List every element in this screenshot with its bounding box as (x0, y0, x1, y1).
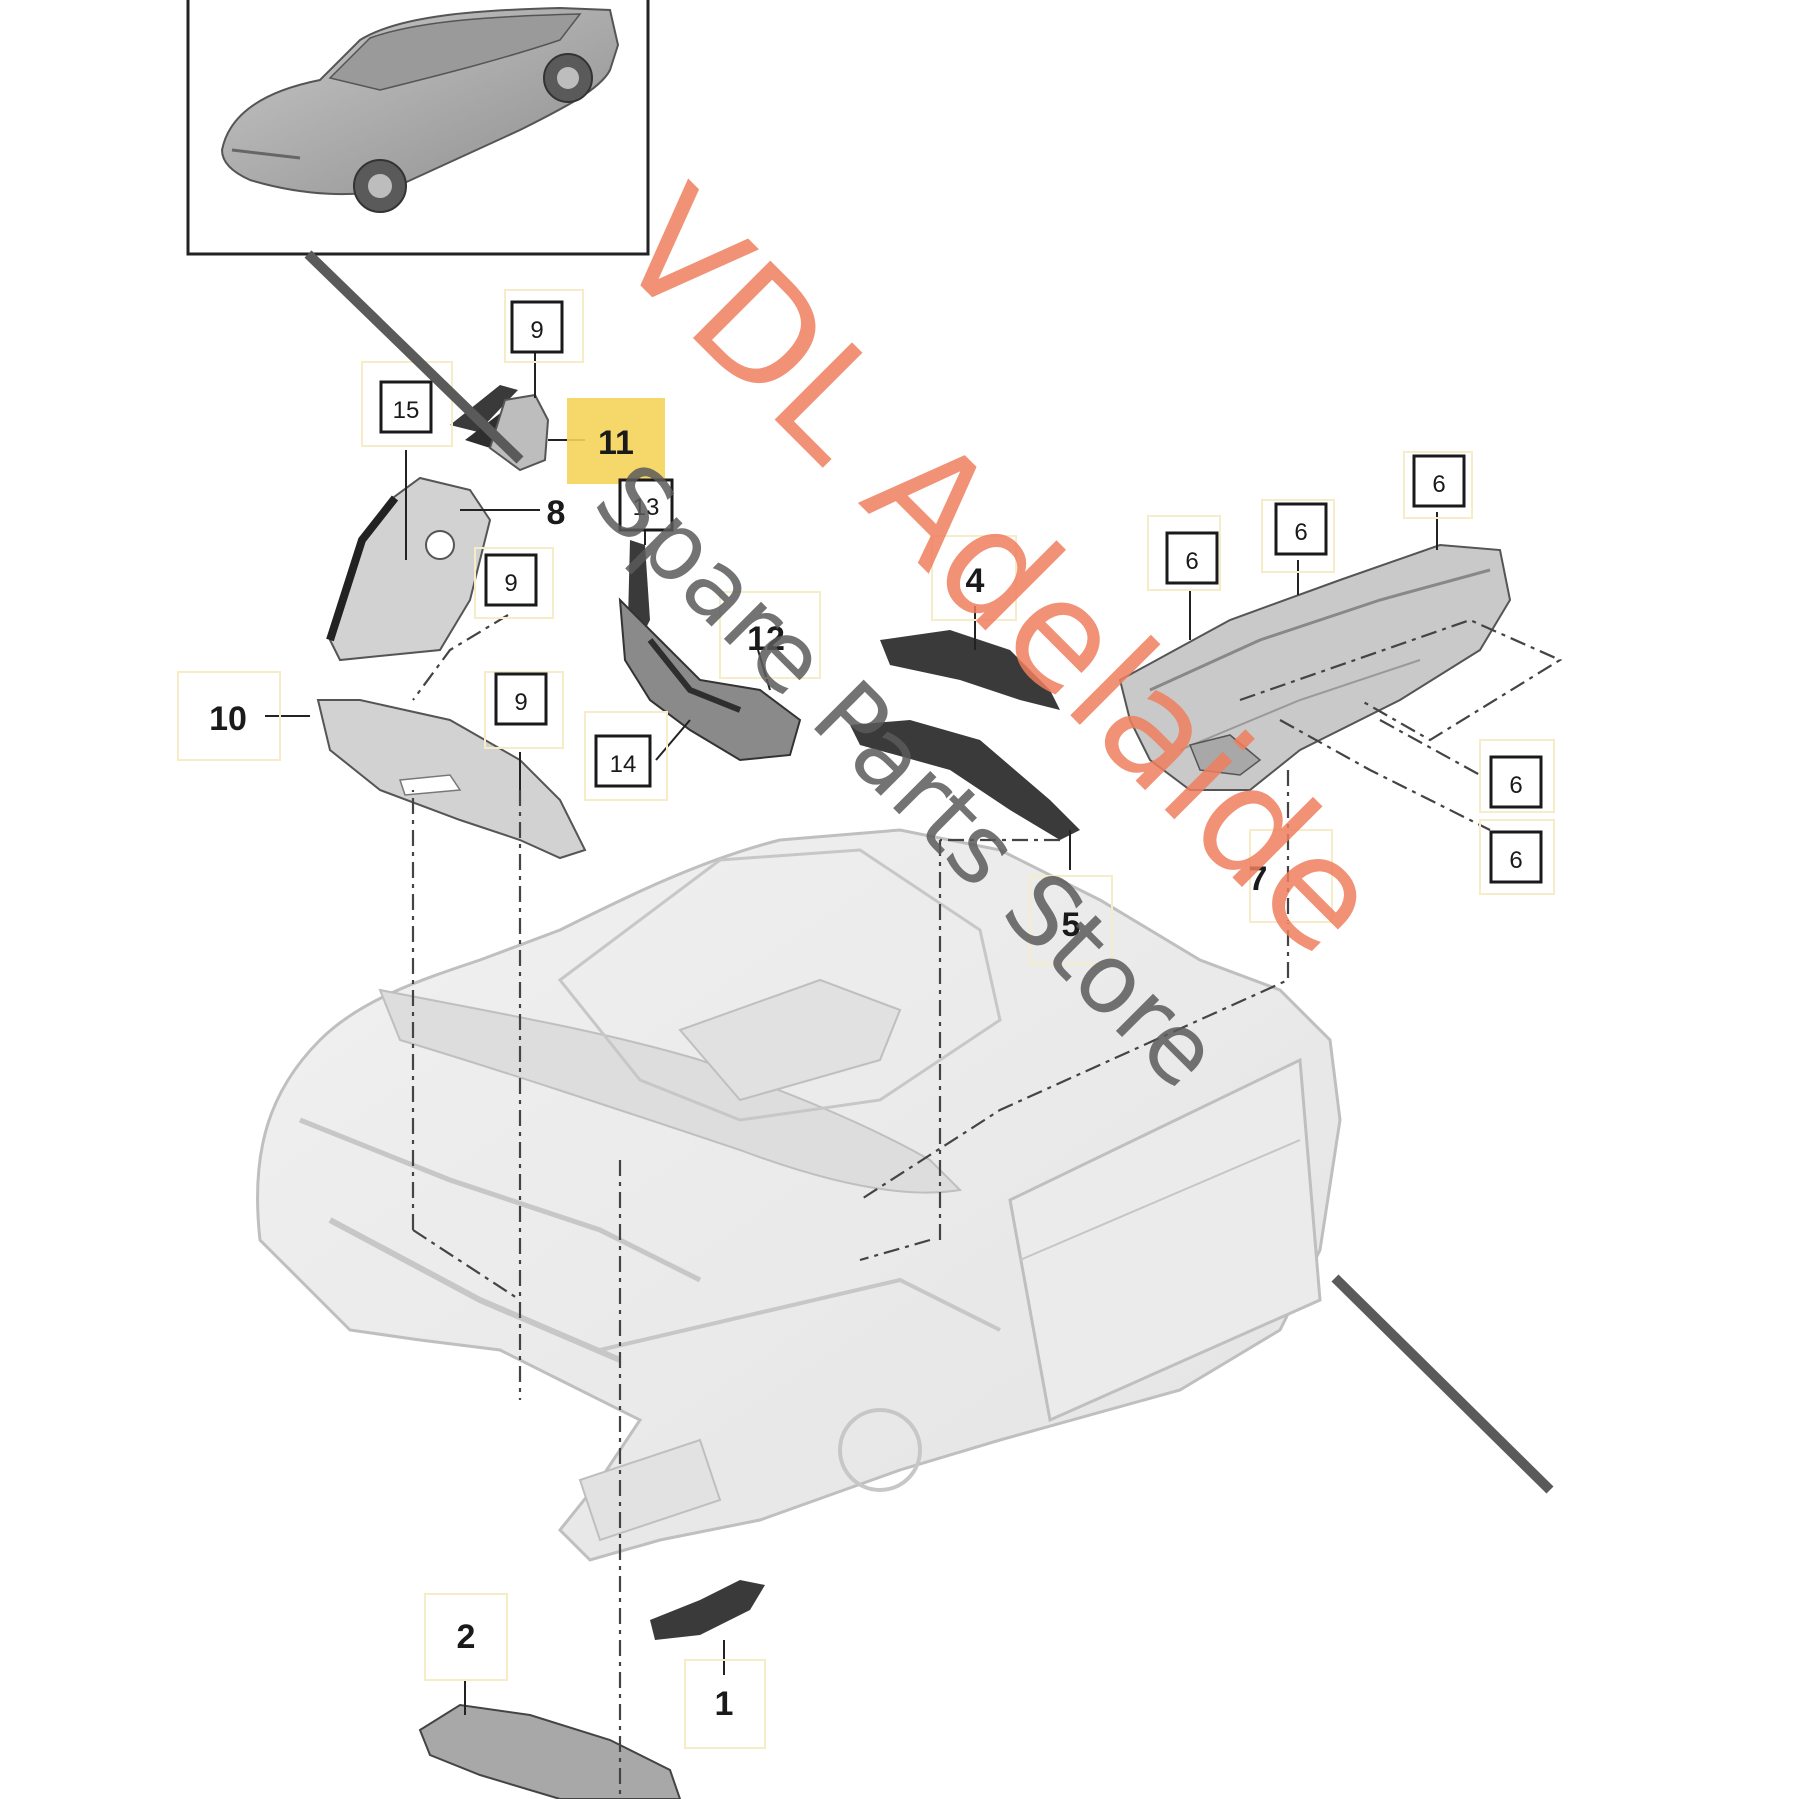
label-12[interactable]: 12 (747, 620, 785, 658)
car-thumbnail (186, 0, 650, 256)
label-15[interactable]: 15 (393, 397, 420, 424)
label-6-b[interactable]: 6 (1294, 519, 1307, 546)
hint-boxes (177, 289, 1555, 1749)
label-6-c[interactable]: 6 (1432, 471, 1445, 498)
label-9-top[interactable]: 9 (530, 317, 543, 344)
label-8[interactable]: 8 (547, 494, 566, 532)
part-5[interactable] (850, 720, 1080, 840)
part-6[interactable] (1118, 543, 1512, 791)
body-shell (256, 828, 1342, 1562)
boxed-labels (379, 300, 1543, 884)
part-1[interactable] (650, 1580, 765, 1640)
label-11[interactable]: 11 (598, 424, 634, 462)
label-1[interactable]: 1 (715, 1685, 734, 1723)
label-9-lower[interactable]: 9 (514, 689, 527, 716)
part-2[interactable] (418, 1703, 682, 1799)
label-13[interactable]: 13 (633, 494, 660, 521)
watermark-bars (304, 250, 1554, 1494)
part-4[interactable] (880, 630, 1060, 710)
highlight-part-11 (567, 398, 665, 484)
part-14[interactable] (618, 597, 802, 762)
label-10[interactable]: 10 (209, 700, 247, 738)
part-10[interactable] (316, 699, 587, 860)
label-7[interactable]: 7 (1249, 860, 1268, 898)
label-9-middle[interactable]: 9 (504, 570, 517, 597)
label-2[interactable]: 2 (457, 1618, 476, 1656)
car-thumbnail-icon (220, 6, 620, 213)
leader-lines (265, 345, 1438, 1715)
label-6-a[interactable]: 6 (1185, 548, 1198, 575)
label-4[interactable]: 4 (966, 562, 985, 600)
part-7[interactable] (1188, 734, 1262, 776)
label-5[interactable]: 5 (1062, 906, 1081, 944)
label-6-e[interactable]: 6 (1509, 847, 1522, 874)
label-14[interactable]: 14 (610, 751, 637, 778)
reference-lines (411, 614, 1563, 1799)
label-6-d[interactable]: 6 (1509, 772, 1522, 799)
part-8[interactable] (326, 476, 492, 662)
